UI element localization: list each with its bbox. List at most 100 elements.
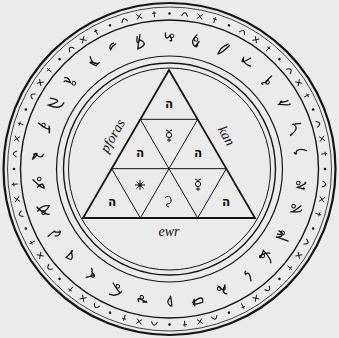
- outer-band-marks: [12, 11, 328, 327]
- seal-name: kan: [215, 124, 237, 149]
- triangle: [83, 70, 255, 218]
- script-glyph: [241, 55, 254, 68]
- band-mark: [68, 46, 75, 53]
- band-mark: [212, 17, 218, 24]
- band-mark: [182, 321, 187, 327]
- hebrew-letter: ה: [108, 196, 116, 208]
- band-mark: [13, 168, 16, 171]
- band-mark: [136, 319, 142, 325]
- script-glyph: [168, 296, 172, 306]
- hebrew-letter: ה: [222, 196, 230, 208]
- band-mark: [58, 57, 62, 61]
- band-mark: [303, 239, 309, 246]
- band-mark: [58, 277, 62, 281]
- script-glyph: [258, 249, 275, 265]
- seal-ring: [64, 63, 276, 275]
- seal-ring: [8, 7, 332, 331]
- script-glyph: [48, 229, 62, 240]
- band-mark: [80, 36, 87, 43]
- band-mark: [211, 315, 218, 320]
- script-glyph: [287, 122, 303, 136]
- band-mark: [295, 79, 302, 86]
- script-glyph: [87, 54, 100, 67]
- script-glyph: [216, 283, 228, 296]
- script-glyph: [109, 42, 117, 49]
- band-mark: [46, 67, 53, 74]
- band-mark: [227, 24, 230, 27]
- band-mark: [252, 295, 259, 302]
- seal-ring: [57, 56, 283, 282]
- band-mark: [303, 93, 310, 99]
- script-glyph: [261, 75, 274, 87]
- script-glyph: [65, 250, 76, 261]
- seal-rings: [4, 3, 336, 335]
- band-mark: [152, 11, 157, 17]
- hebrew-letter: ה: [165, 98, 173, 110]
- band-mark: [227, 311, 230, 314]
- triangle-division: [140, 119, 197, 218]
- seal-name: ewr: [159, 225, 180, 239]
- script-glyph: [108, 282, 123, 298]
- band-mark: [37, 79, 44, 86]
- band-mark: [37, 252, 44, 259]
- band-mark: [316, 121, 321, 128]
- magic-script: [32, 33, 307, 306]
- band-mark: [24, 108, 27, 111]
- triangle-division: [140, 119, 197, 120]
- band-mark: [315, 211, 322, 217]
- band-mark: [197, 319, 203, 325]
- planet-symbol: [135, 180, 145, 190]
- band-mark: [17, 121, 24, 127]
- band-mark: [322, 181, 326, 187]
- band-mark: [13, 151, 17, 157]
- script-glyph: [278, 98, 290, 109]
- band-mark: [108, 311, 111, 314]
- band-mark: [80, 295, 87, 302]
- triangle-division: [112, 169, 141, 218]
- script-glyph: [192, 34, 201, 47]
- band-mark: [278, 57, 282, 61]
- band-mark: [311, 108, 314, 111]
- triangle-division: [140, 119, 197, 218]
- band-mark: [122, 314, 128, 321]
- band-mark: [67, 286, 74, 293]
- band-mark: [136, 14, 142, 20]
- script-glyph: [218, 42, 230, 57]
- band-mark: [121, 18, 128, 23]
- band-mark: [265, 45, 272, 52]
- band-mark: [265, 286, 272, 293]
- triangle-division: [198, 169, 227, 218]
- planet-symbol: [195, 179, 201, 191]
- band-mark: [311, 227, 314, 230]
- band-mark: [239, 29, 246, 35]
- planet-symbol: [165, 196, 171, 207]
- band-mark: [30, 92, 36, 99]
- band-mark: [93, 28, 99, 35]
- band-mark: [295, 252, 302, 259]
- band-mark: [252, 36, 259, 43]
- seal-ring: [21, 20, 319, 318]
- script-glyph: [32, 153, 43, 160]
- script-glyph: [290, 203, 303, 215]
- band-mark: [168, 323, 171, 326]
- band-mark: [278, 277, 282, 281]
- script-glyph: [47, 96, 64, 111]
- script-glyph: [135, 34, 145, 49]
- band-mark: [12, 182, 18, 187]
- band-mark: [14, 196, 20, 202]
- band-mark: [24, 227, 27, 230]
- band-mark: [319, 136, 325, 142]
- script-glyph: [296, 181, 306, 189]
- script-glyph: [85, 268, 97, 280]
- band-mark: [321, 151, 327, 156]
- script-glyph: [63, 75, 77, 88]
- hebrew-letter: ה: [194, 147, 202, 159]
- band-mark: [240, 303, 246, 310]
- band-mark: [286, 264, 293, 271]
- band-mark: [182, 12, 188, 16]
- band-mark: [29, 239, 36, 245]
- band-mark: [197, 14, 203, 20]
- script-glyph: [294, 149, 307, 154]
- band-mark: [324, 168, 327, 171]
